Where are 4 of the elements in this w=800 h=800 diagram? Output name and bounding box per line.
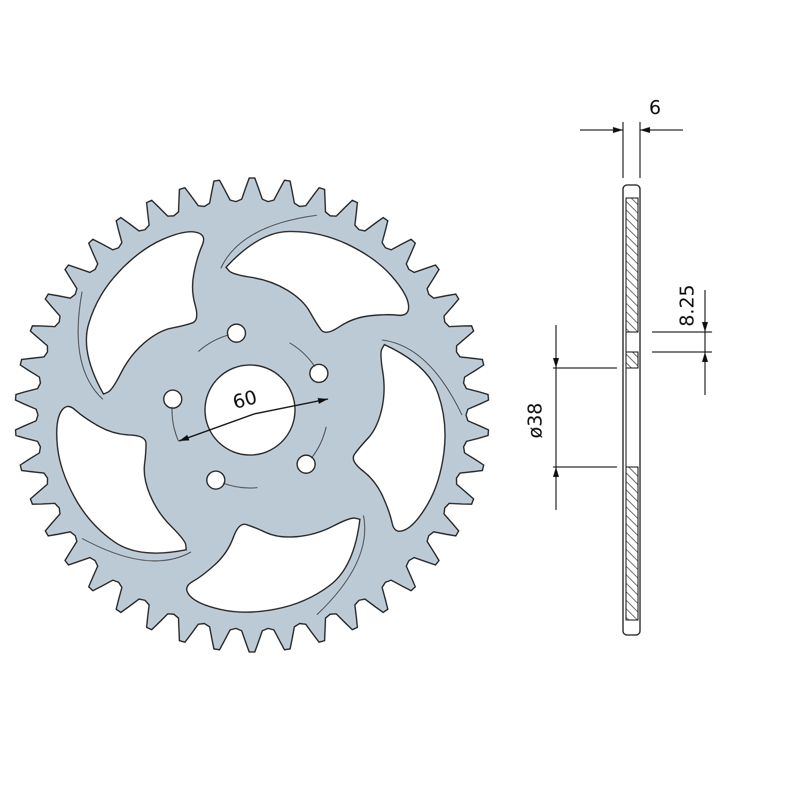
dimension-label: 8.25 bbox=[678, 284, 698, 326]
dimension-label: ø38 bbox=[526, 402, 546, 438]
dimension-label: 60 bbox=[230, 388, 260, 412]
dimension-label: 6 bbox=[649, 98, 662, 118]
